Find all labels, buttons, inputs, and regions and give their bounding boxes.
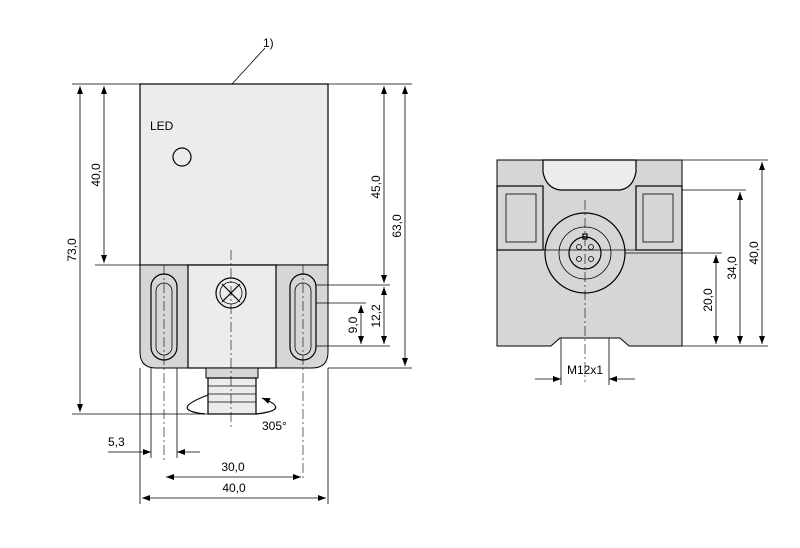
connector-block bbox=[187, 264, 277, 369]
dim-side-40: 40,0 bbox=[747, 241, 761, 265]
dim-slot-9: 9,0 bbox=[346, 316, 360, 333]
dim-height-total: 73,0 bbox=[65, 238, 79, 262]
dim-height-45: 45,0 bbox=[369, 175, 383, 199]
rotation-angle-label: 305° bbox=[262, 419, 287, 433]
side-slot-right-inner bbox=[642, 193, 674, 243]
dim-slot-12: 12,2 bbox=[369, 304, 383, 328]
side-view: 20,0 34,0 40,0 M12x1 bbox=[496, 159, 768, 385]
led-label: LED bbox=[150, 119, 174, 133]
dim-width-40: 40,0 bbox=[222, 481, 246, 495]
dim-height-upper: 40,0 bbox=[89, 163, 103, 187]
dim-height-63: 63,0 bbox=[390, 214, 404, 238]
sensor-housing bbox=[139, 83, 329, 266]
side-slot-left-inner bbox=[505, 193, 537, 243]
dim-side-34: 34,0 bbox=[725, 256, 739, 280]
led-indicator bbox=[172, 147, 192, 167]
thread-label: M12x1 bbox=[567, 363, 603, 377]
note-reference: 1) bbox=[263, 36, 274, 50]
side-top-recess bbox=[542, 159, 637, 191]
dim-side-20: 20,0 bbox=[701, 288, 715, 312]
dim-width-30: 30,0 bbox=[221, 460, 245, 474]
dim-offset-5-3: 5,3 bbox=[108, 435, 125, 449]
m12-connector-thread bbox=[207, 377, 257, 415]
rotation-arc bbox=[186, 395, 277, 415]
m12-connector-stub bbox=[205, 367, 259, 379]
front-view: LED 305° 1) bbox=[65, 36, 412, 504]
